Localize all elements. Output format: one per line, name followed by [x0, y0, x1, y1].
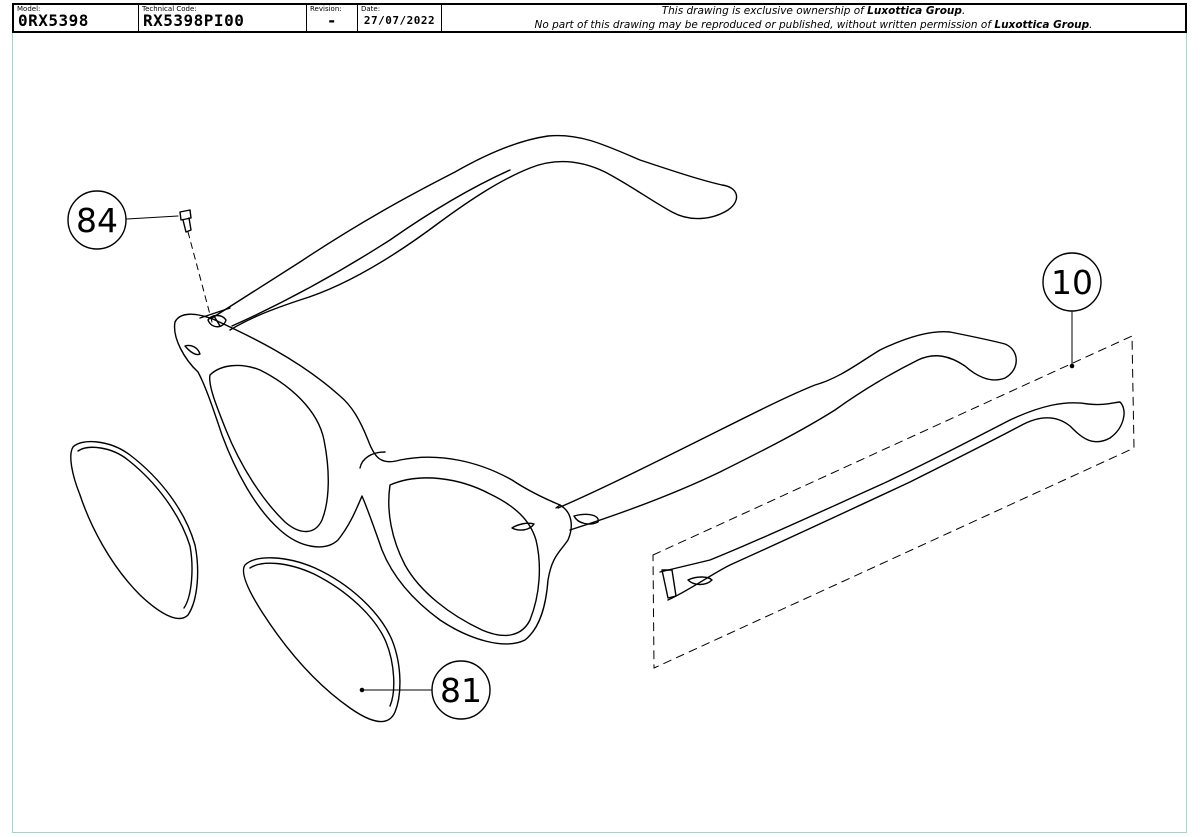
- notice-line-2-end: .: [1089, 19, 1093, 31]
- model-caption: Model:: [17, 5, 41, 13]
- hinge-detail: [207, 314, 227, 328]
- right-temple: [555, 330, 1017, 531]
- revision-cell: Revision: -: [307, 5, 358, 31]
- replacement-temple: [659, 401, 1125, 601]
- model-cell: Model: 0RX5398: [14, 5, 139, 31]
- notice-line-2: No part of this drawing may be reproduce…: [534, 18, 1092, 32]
- technical-code-cell: Technical Code: RX5398PI00: [139, 5, 307, 31]
- notice-line-1: This drawing is exclusive ownership of L…: [662, 4, 966, 18]
- ownership-notice: This drawing is exclusive ownership of L…: [442, 5, 1185, 31]
- screw-axis-line: [187, 231, 213, 323]
- lens-right: [242, 557, 401, 723]
- revision-value: -: [326, 11, 338, 30]
- technical-code-caption: Technical Code:: [142, 5, 197, 13]
- screw-part: [179, 209, 192, 233]
- notice-line-2-text: No part of this drawing may be reproduce…: [534, 19, 995, 31]
- left-temple: [211, 134, 738, 331]
- callout-84-label: 84: [76, 201, 118, 240]
- callout-84: 84: [67, 190, 179, 250]
- date-caption: Date:: [361, 5, 381, 13]
- lens-left: [70, 440, 199, 620]
- callout-10: 10: [1042, 252, 1102, 369]
- technical-code-value: RX5398PI00: [143, 11, 245, 30]
- revision-caption: Revision:: [310, 5, 342, 13]
- temple-detail-box: [652, 335, 1135, 669]
- callout-81: 81: [359, 660, 491, 720]
- title-block: Model: 0RX5398 Technical Code: RX5398PI0…: [12, 3, 1187, 33]
- date-value: 27/07/2022: [363, 14, 436, 27]
- front-frame: [173, 307, 572, 645]
- notice-line-1-text: This drawing is exclusive ownership of: [661, 5, 868, 17]
- notice-line-1-end: .: [961, 5, 966, 17]
- callout-10-label: 10: [1051, 263, 1093, 302]
- date-cell: Date: 27/07/2022: [358, 5, 442, 31]
- callout-81-label: 81: [440, 671, 482, 710]
- model-value: 0RX5398: [18, 11, 89, 30]
- notice-line-2-company: Luxottica Group: [994, 19, 1090, 31]
- notice-line-1-company: Luxottica Group: [867, 5, 962, 17]
